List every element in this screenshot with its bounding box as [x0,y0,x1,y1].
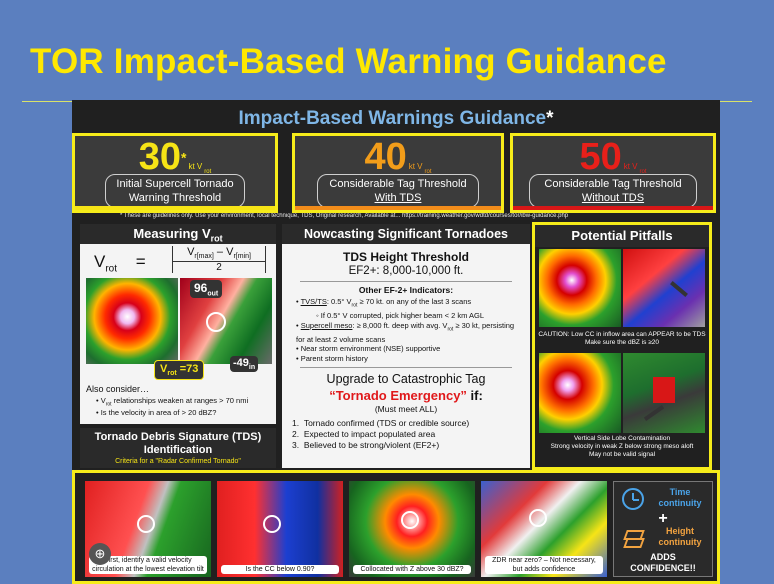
emergency-criterion-3: 3. Believed to be strong/violent (EF2+) [292,440,440,450]
tds-criteria-strip: First, identify a valid velocity circula… [72,470,720,584]
pitfall-reflectivity-image-2 [539,353,621,433]
indicator-parent-storm: • Parent storm history [296,353,368,363]
clock-icon [622,488,644,510]
also-consider-label: Also consider… [86,384,150,394]
pitfall-velocity-image [623,353,705,433]
threshold-30-stripe [75,206,275,210]
pitfalls-header: Potential Pitfalls [535,225,709,247]
indicators-title: Other EF-2+ Indicators: [358,285,454,295]
panel-title: Impact-Based Warnings Guidance* [238,108,554,129]
tds-height-value: EF2+: 8,000-10,000 ft. [348,265,464,277]
threshold-50-stripe [513,206,713,210]
vrot-fraction: Vr[max] – Vr[min] 2 [172,246,266,274]
measuring-vrot-section: Measuring Vrot Vrot = Vr[max] – Vr[min] … [80,224,276,424]
pitfall-reflectivity-image [539,249,621,327]
circulation-marker-2 [263,515,281,533]
tds-height-title: TDS Height Threshold [343,250,469,264]
emergency-criterion-2: 2. Expected to impact populated area [292,429,436,439]
circulation-marker-3 [401,511,419,529]
threshold-30-label: Initial Supercell Tornado Warning Thresh… [105,174,245,208]
adds-confidence-label: ADDS CONFIDENCE!! [630,552,696,573]
must-meet-all: (Must meet ALL) [374,404,438,414]
circulation-marker-1 [137,515,155,533]
reflectivity-image: Collocated with Z above 30 dBZ? [349,481,475,577]
consider-bullet-1: • Vrot relationships weaken at ranges > … [96,396,249,408]
zoom-icon[interactable]: ⊕ [89,543,111,565]
threshold-30-value: 30 [138,136,182,178]
circulation-marker-4 [529,509,547,527]
threshold-50-value: 50 [579,136,622,178]
measuring-vrot-header: Measuring Vrot [80,224,276,244]
tds-identification-header: Tornado Debris Signature (TDS) Identific… [80,428,276,468]
page-title: TOR Impact-Based Warning Guidance [30,42,667,81]
circulation-marker [206,312,226,332]
threshold-40-value: 40 [364,136,407,178]
pitfall-caption-2: Vertical Side Lobe Contamination Strong … [537,435,707,459]
cc-image: Is the CC below 0.90? [217,481,343,577]
threshold-30-card: 30*kt Vrot Initial Supercell Tornado War… [72,133,278,213]
indicator-meso: • Supercell meso: ≥ 8,000 ft. deep with … [296,320,515,344]
layers-icon [622,530,645,548]
nowcasting-section: Nowcasting Significant Tornadoes TDS Hei… [282,224,530,468]
threshold-40-label: Considerable Tag Threshold With TDS [317,174,479,208]
plus-sign: + [658,510,668,527]
vrot-result-label: Vrot =73 [154,360,205,381]
pitfall-cc-image [623,249,705,327]
consider-bullet-2: • Is the velocity in area of > 20 dBZ? [96,408,217,417]
indicator-nse: • Near storm environment (NSE) supportiv… [296,344,441,353]
emergency-criterion-1: 1. Tornado confirmed (TDS or credible so… [292,418,470,428]
vrot-formula: Vrot = [94,252,146,275]
threshold-40-stripe [295,206,501,210]
indicator-tvs: • TVS/TS: 0.5° Vrot ≥ 70 kt. on any of t… [296,297,472,309]
height-continuity-label: Height continuity [658,526,702,547]
tornado-emergency-title: “Tornado Emergency” if: [329,388,483,403]
nowcast-divider-2 [300,367,512,368]
confidence-box: Time continuity + Height continuity ADDS… [613,481,713,577]
upgrade-title: Upgrade to Catastrophic Tag [326,372,486,386]
pitfall-caption-1: CAUTION: Low CC in inflow area can APPEA… [537,331,707,347]
indicator-tvs-sub: ◦ If 0.5° V corrupted, pick higher beam … [316,311,485,320]
pitfall-arrow-icon-2 [643,405,665,421]
time-continuity-label: Time continuity [658,487,702,508]
inbound-velocity-label: -49in [230,356,259,373]
pitfall-arrow-icon [670,281,688,297]
strong-velocity-patch [653,377,675,403]
reflectivity-radar-image [86,278,178,364]
potential-pitfalls-section: Potential Pitfalls CAUTION: Low CC in in… [532,222,712,470]
threshold-50-label: Considerable Tag Threshold Without TDS [529,174,697,208]
nowcast-divider [300,281,512,282]
emergency-criteria-list: 1. Tornado confirmed (TDS or credible so… [292,418,524,451]
nowcasting-header: Nowcasting Significant Tornadoes [282,224,530,244]
zdr-image: ZDR near zero? – Not necessary, but adds… [481,481,607,577]
outbound-velocity-label: 96out [190,280,223,299]
fine-print: * These are guidelines only. Use your en… [120,213,569,219]
